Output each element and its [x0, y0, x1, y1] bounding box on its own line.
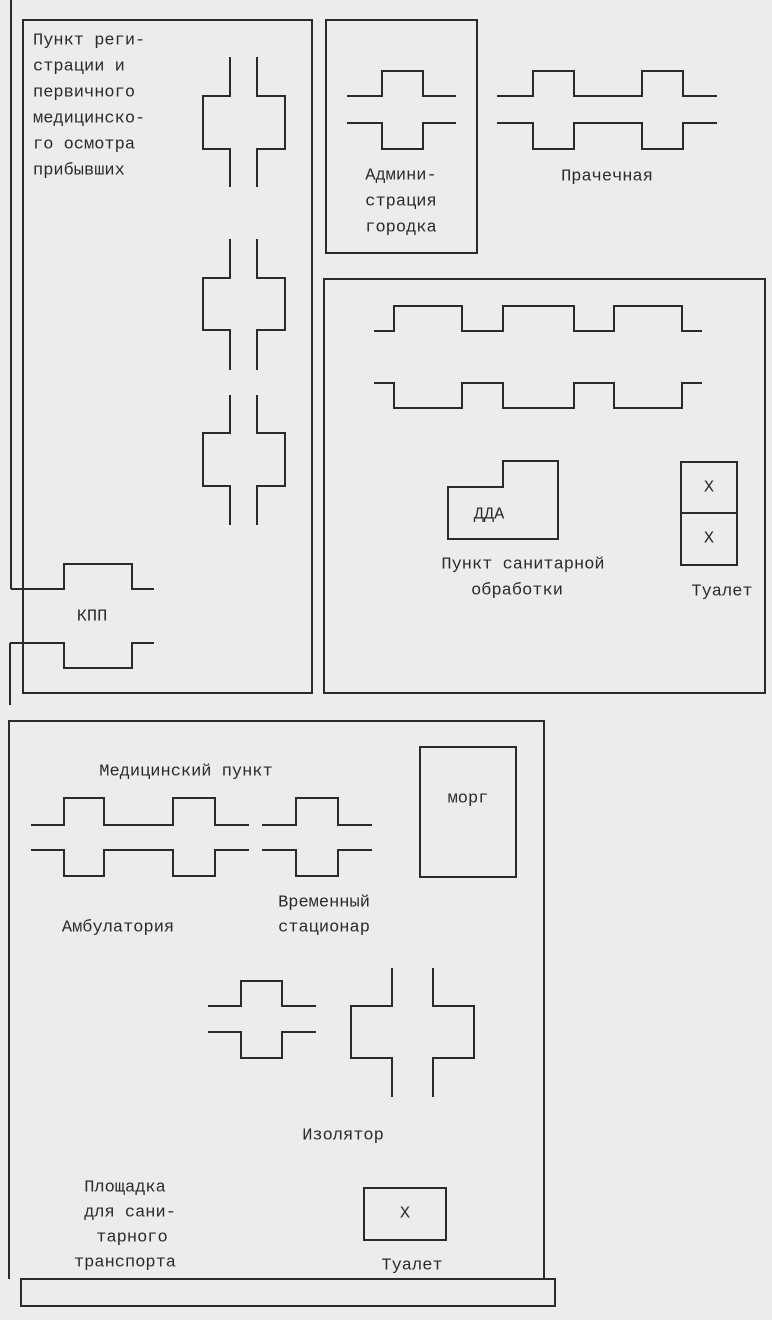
outpatient-tent	[31, 849, 249, 877]
outpatient-label: Амбулатория	[62, 919, 174, 938]
isolator-tent	[350, 968, 393, 1097]
medical-title: Медицинский пункт	[99, 763, 272, 782]
sanitation-tent	[374, 382, 702, 409]
administration-outline	[325, 19, 478, 254]
toilet-label: Туалет	[381, 1257, 442, 1276]
toilet-mark: X	[704, 479, 714, 498]
registration-label-line: Пункт реги-	[33, 32, 145, 51]
toilet-mark: X	[704, 530, 714, 549]
registration-tent-2	[202, 239, 286, 370]
administration-label-line: городка	[365, 219, 436, 238]
laundry-tent	[497, 70, 717, 97]
checkpoint-label: КПП	[77, 608, 108, 627]
administration-label-line: Админи-	[365, 167, 436, 186]
registration-block: Пункт реги- страции и первичного медицин…	[10, 19, 313, 694]
laundry: Прачечная	[497, 70, 717, 187]
toilet-label: Туалет	[691, 583, 752, 602]
administration-label-line: страция	[365, 193, 436, 212]
isolator-tent	[208, 980, 316, 1007]
registration-tent-1	[202, 57, 286, 187]
registration-tent-3	[202, 395, 286, 525]
toilet-mark: X	[400, 1205, 410, 1224]
checkpoint: КПП	[10, 563, 154, 669]
registration-block-outline	[22, 19, 313, 694]
laundry-label: Прачечная	[561, 168, 653, 187]
registration-label-line: прибывших	[33, 162, 125, 181]
transport-area-label-line: для сани-	[84, 1204, 176, 1223]
morgue-box	[419, 746, 517, 878]
medical-outline	[8, 720, 545, 1279]
isolator-tent	[432, 968, 475, 1097]
transport-area-label-line: тарного	[96, 1229, 167, 1248]
sanitation-label-line: обработки	[471, 582, 563, 601]
administration-tent	[347, 70, 456, 97]
isolator-tent	[208, 1031, 316, 1059]
ground-strip	[20, 1278, 556, 1307]
administration-block: Админи- страция городка	[325, 19, 478, 254]
temporary-ward-label-line: Временный	[278, 894, 370, 913]
transport-area-label-line: Площадка	[84, 1179, 166, 1198]
morgue-label: морг	[448, 790, 489, 809]
sanitation-label-line: Пункт санитарной	[441, 556, 604, 575]
temporary-ward-tent	[262, 797, 372, 826]
isolator-label: Изолятор	[302, 1127, 384, 1146]
registration-label-line: первичного	[33, 84, 135, 103]
sanitation-block: ДДА Пункт санитарной обработки X X Туале…	[323, 278, 766, 694]
dda-unit	[447, 460, 559, 540]
administration-tent	[347, 122, 456, 150]
registration-label-line: медицинско-	[33, 110, 145, 129]
toilet-box	[363, 1187, 447, 1241]
sanitation-tent	[374, 305, 702, 332]
registration-label-line: го осмотра	[33, 136, 135, 155]
outpatient-tent	[31, 797, 249, 826]
temporary-ward-label-line: стационар	[278, 919, 370, 938]
temporary-ward-tent	[262, 849, 372, 877]
registration-label-line: страции и	[33, 58, 125, 77]
dda-label: ДДА	[474, 506, 505, 525]
transport-area-label-line: транспорта	[74, 1254, 176, 1273]
sanitation-outline	[323, 278, 766, 694]
laundry-tent	[497, 122, 717, 150]
medical-block: Медицинский пункт Амбулатория Временный …	[8, 720, 556, 1307]
